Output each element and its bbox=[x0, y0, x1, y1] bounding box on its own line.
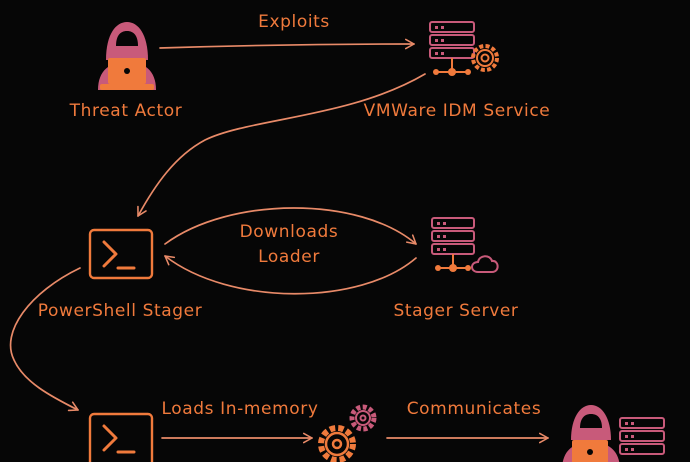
exploits-arrow bbox=[159, 38, 415, 50]
loader-return-arrow bbox=[164, 255, 417, 295]
stager-to-loader-arrow bbox=[9, 267, 81, 412]
powershell-icon bbox=[88, 228, 154, 280]
downloads-label-line1: Downloads bbox=[240, 222, 339, 242]
downloads-label-line2: Loader bbox=[258, 247, 320, 267]
communicates-label: Communicates bbox=[407, 399, 542, 419]
stager-server-label: Stager Server bbox=[393, 301, 518, 321]
download-request-arrow bbox=[164, 207, 417, 245]
hacker-icon bbox=[98, 22, 156, 90]
loader-powershell-icon bbox=[88, 412, 154, 462]
gears-icon bbox=[318, 404, 377, 462]
threat-actor-label: Threat Actor bbox=[69, 101, 183, 121]
c2-hacker-server-icon bbox=[562, 405, 665, 462]
loads-label: Loads In-memory bbox=[162, 399, 319, 419]
exploits-label: Exploits bbox=[258, 12, 330, 32]
server-cloud-icon bbox=[431, 217, 499, 273]
powershell-stager-label: PowerShell Stager bbox=[38, 301, 203, 321]
server-gear-icon bbox=[429, 21, 499, 76]
vmware-label: VMWare IDM Service bbox=[364, 101, 551, 121]
exploit-to-stager-arrow bbox=[137, 73, 426, 217]
